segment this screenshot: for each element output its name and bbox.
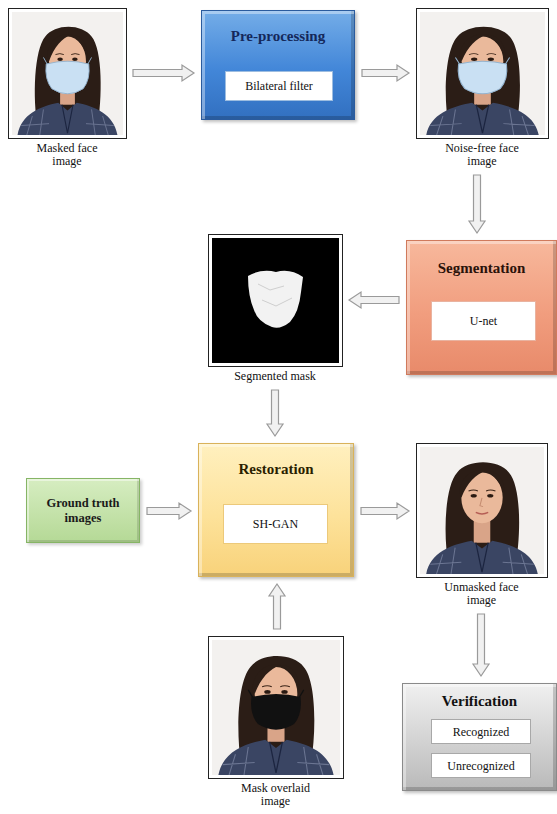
process-box: Pre-processingBilateral filter — [201, 10, 355, 120]
stage-title: Segmentation — [438, 259, 526, 277]
flow-arrow — [361, 503, 409, 519]
photo-frame: Segmented mask — [208, 234, 342, 383]
method-label: Unrecognized — [447, 759, 514, 773]
image-caption: Mask overlaid image — [230, 782, 322, 808]
flow-arrow — [269, 584, 285, 629]
method-label: Recognized — [453, 725, 510, 739]
image-caption: Segmented mask — [210, 370, 340, 383]
flow-arrow — [469, 175, 485, 233]
method-label: Bilateral filter — [245, 79, 313, 93]
image-caption: Noise-free face image — [440, 142, 524, 168]
flow-arrow — [349, 292, 399, 308]
photo-frame: Mask overlaid image — [208, 636, 343, 808]
photo-frame: Masked face image — [8, 8, 126, 168]
method-box: SH-GAN — [223, 504, 328, 544]
method-box: Recognized — [431, 719, 531, 744]
image-caption: Unmasked face image — [436, 581, 528, 607]
input-label: Ground truth images — [35, 496, 131, 526]
method-box: U-net — [431, 301, 536, 341]
method-box: Unrecognized — [431, 753, 531, 778]
photo-frame: Unmasked face image — [416, 443, 547, 607]
flow-arrow — [362, 65, 409, 81]
stage-title: Restoration — [239, 460, 314, 478]
method-label: SH-GAN — [253, 517, 298, 531]
method-label: U-net — [470, 314, 497, 328]
stage-title: Pre-processing — [231, 27, 325, 45]
flow-arrow — [147, 503, 191, 519]
process-box: VerificationRecognizedUnrecognized — [402, 683, 557, 791]
flow-arrow — [473, 614, 489, 676]
image-caption: Masked face image — [25, 142, 109, 168]
method-box: Bilateral filter — [225, 71, 333, 101]
stage-title: Verification — [442, 692, 517, 710]
flow-arrow — [267, 390, 283, 436]
flow-arrow — [133, 65, 194, 81]
input-box: Ground truth images — [26, 478, 140, 543]
photo-frame: Noise-free face image — [416, 8, 548, 168]
process-box: SegmentationU-net — [406, 240, 557, 375]
process-box: RestorationSH-GAN — [198, 443, 354, 577]
